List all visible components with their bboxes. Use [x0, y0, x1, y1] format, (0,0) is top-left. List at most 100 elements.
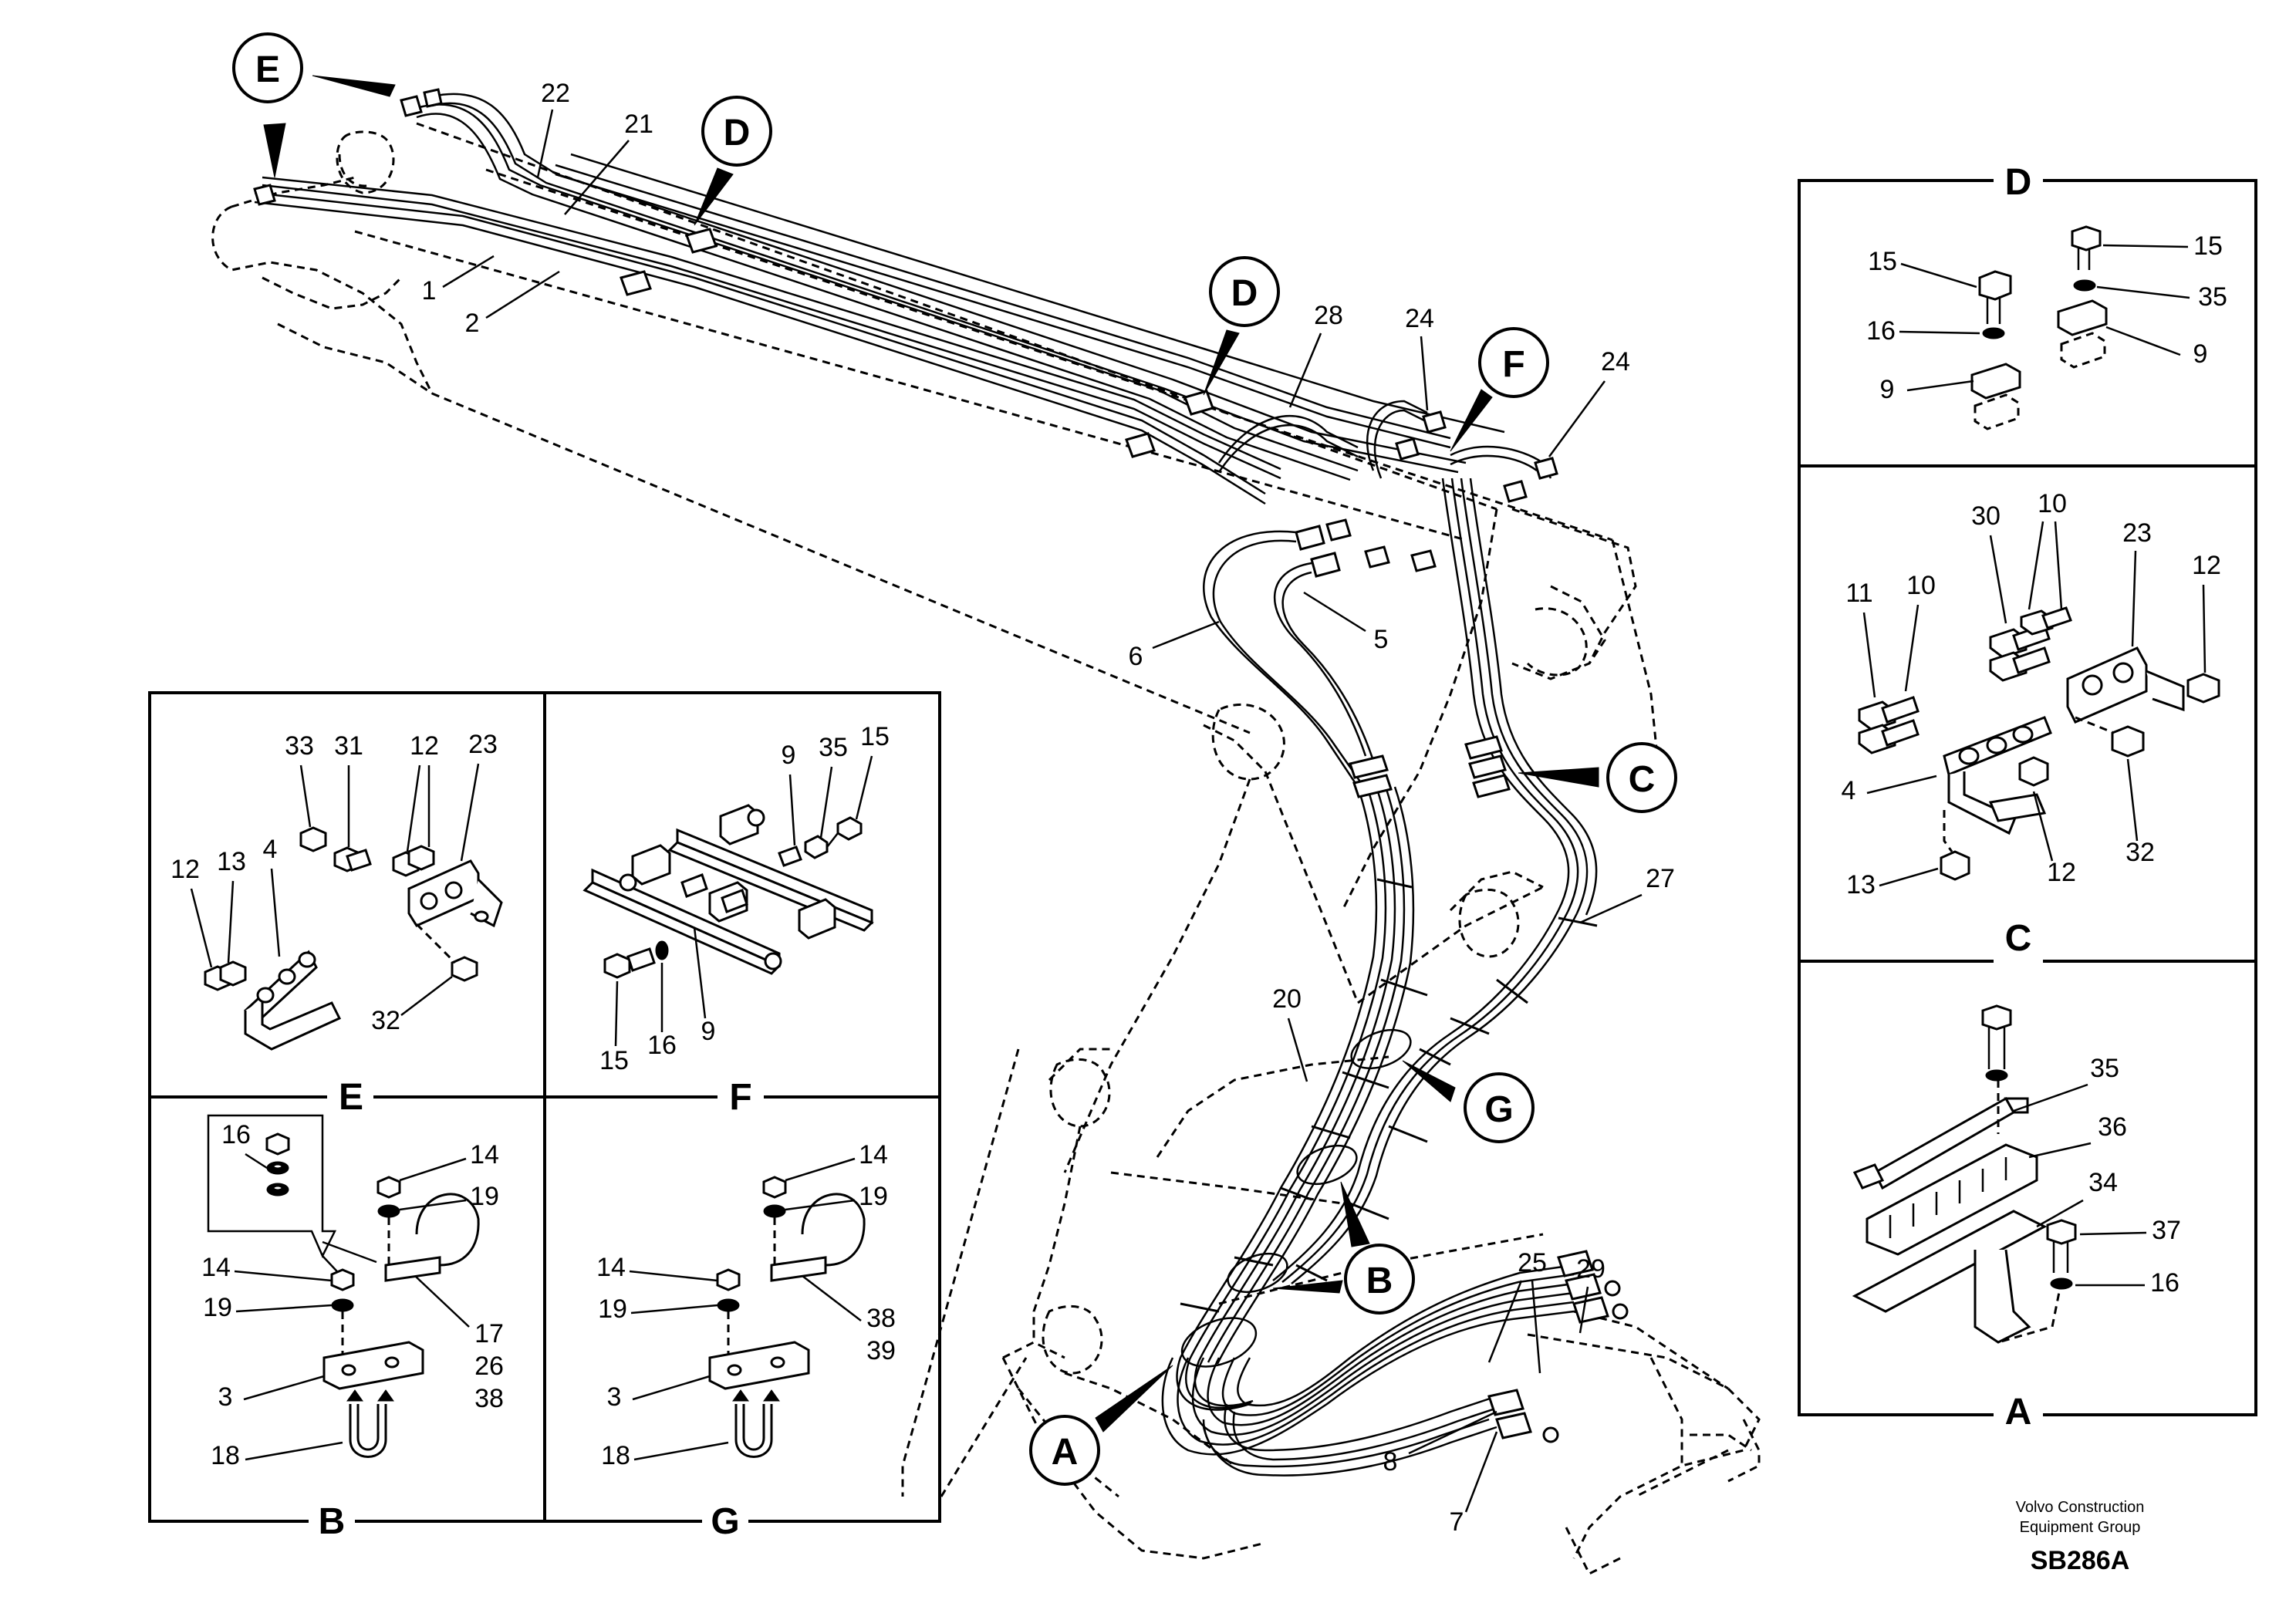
svg-text:3: 3 — [607, 1382, 622, 1412]
svg-text:2: 2 — [465, 309, 480, 338]
svg-text:17: 17 — [474, 1319, 504, 1348]
detail-c: C — [1842, 489, 2221, 964]
svg-text:25: 25 — [1518, 1248, 1547, 1277]
svg-text:E: E — [255, 49, 280, 90]
svg-text:33: 33 — [285, 731, 314, 761]
svg-text:14: 14 — [201, 1253, 231, 1282]
hydraulic-lines — [253, 88, 1629, 1477]
svg-text:A: A — [1052, 1432, 1079, 1473]
svg-text:11: 11 — [1845, 579, 1872, 608]
svg-text:18: 18 — [211, 1441, 240, 1470]
svg-text:19: 19 — [859, 1182, 888, 1211]
svg-text:D: D — [724, 113, 751, 154]
svg-text:35: 35 — [819, 733, 848, 762]
drawing-code: SB286A — [2031, 1546, 2130, 1575]
svg-text:32: 32 — [371, 1006, 400, 1035]
svg-text:18: 18 — [601, 1441, 630, 1470]
callout-g: G — [1402, 1060, 1535, 1143]
svg-text:28: 28 — [1314, 301, 1343, 330]
svg-text:23: 23 — [2122, 518, 2152, 548]
svg-text:B: B — [1366, 1261, 1393, 1301]
svg-text:16: 16 — [2150, 1268, 2180, 1298]
detail-d: D 15 15 35 16 9 9 — [1866, 159, 2227, 430]
svg-text:38: 38 — [866, 1304, 896, 1333]
u-bolt-pipe-clamp-icon — [708, 1176, 866, 1458]
svg-text:35: 35 — [2090, 1054, 2119, 1083]
bolt-icon — [1981, 1004, 2077, 1273]
svg-text:G: G — [711, 1501, 739, 1542]
nut-icon — [204, 826, 478, 991]
svg-text:9: 9 — [1880, 375, 1895, 404]
svg-text:22: 22 — [541, 79, 570, 108]
cable-clamp-icon — [1852, 1080, 2063, 1344]
bolt-icon — [603, 940, 669, 979]
svg-text:15: 15 — [1868, 247, 1897, 276]
clamp-block-icon — [1970, 299, 2108, 430]
callout-a: A — [1029, 1365, 1173, 1486]
svg-text:12: 12 — [410, 731, 439, 761]
callout-f: F — [1450, 327, 1549, 452]
svg-text:G: G — [1484, 1089, 1513, 1130]
callout-d-top: D — [694, 96, 772, 226]
detail-f: F 9 35 15 — [582, 722, 890, 1119]
svg-text:12: 12 — [171, 855, 200, 884]
svg-text:31: 31 — [334, 731, 363, 761]
svg-text:14: 14 — [470, 1140, 499, 1169]
svg-text:3: 3 — [218, 1382, 233, 1412]
svg-text:38: 38 — [474, 1384, 504, 1413]
svg-text:37: 37 — [2152, 1216, 2181, 1245]
svg-text:D: D — [1231, 273, 1258, 314]
main-callouts: E D D F C G — [232, 32, 1677, 1486]
stick-end-outline — [1527, 1310, 1761, 1576]
bundle-clamps — [1180, 878, 1598, 1368]
svg-text:34: 34 — [2088, 1168, 2118, 1197]
svg-text:12: 12 — [2192, 551, 2221, 580]
svg-text:20: 20 — [1272, 984, 1302, 1014]
callout-b: B — [1272, 1181, 1415, 1315]
svg-text:C: C — [2005, 918, 2032, 959]
svg-text:35: 35 — [2198, 282, 2227, 312]
svg-text:9: 9 — [2193, 339, 2208, 369]
svg-text:29: 29 — [1576, 1254, 1606, 1284]
svg-text:9: 9 — [782, 741, 796, 770]
svg-text:5: 5 — [1374, 625, 1389, 654]
left-detail-frame — [148, 691, 941, 1523]
svg-text:12: 12 — [2047, 858, 2076, 887]
svg-text:9: 9 — [701, 1017, 716, 1046]
main-part-labels: 22 21 1 2 28 24 24 5 6 27 20 25 29 8 7 — [422, 79, 1675, 1537]
svg-text:16: 16 — [221, 1120, 251, 1149]
u-bolt-pipe-clamp-icon — [322, 1176, 480, 1458]
svg-text:F: F — [729, 1077, 751, 1118]
svg-text:39: 39 — [866, 1336, 896, 1365]
detail-b: B 16 14 — [201, 1114, 504, 1543]
svg-text:4: 4 — [1842, 776, 1856, 805]
svg-text:23: 23 — [468, 730, 498, 759]
bolt-icon — [1978, 225, 2102, 324]
boom-clamps — [620, 228, 1214, 458]
svg-text:1: 1 — [422, 276, 437, 305]
callout-c: C — [1518, 742, 1677, 813]
credit-line-1: Volvo Construction — [2016, 1499, 2145, 1516]
svg-text:10: 10 — [2038, 489, 2067, 518]
svg-text:36: 36 — [2098, 1112, 2127, 1142]
svg-text:19: 19 — [598, 1294, 627, 1324]
svg-text:19: 19 — [203, 1293, 232, 1322]
bolt-icon — [333, 846, 372, 872]
detail-a: A 35 36 — [1852, 1004, 2181, 1436]
svg-text:6: 6 — [1129, 642, 1143, 671]
tube-clamp-assembly-icon — [582, 804, 874, 975]
svg-text:13: 13 — [217, 847, 246, 876]
nut-icon — [1940, 673, 2220, 881]
svg-text:B: B — [319, 1501, 346, 1542]
svg-text:15: 15 — [599, 1046, 629, 1075]
svg-text:30: 30 — [1971, 501, 2001, 531]
credit-line-2: Equipment Group — [2020, 1519, 2141, 1536]
bracket-plate-icon — [1943, 646, 2185, 835]
e-fittings — [253, 88, 443, 206]
svg-text:24: 24 — [1601, 347, 1630, 376]
detail-e: E 33 31 12 — [171, 730, 503, 1119]
svg-text:10: 10 — [1906, 571, 1936, 600]
svg-text:E: E — [339, 1077, 363, 1118]
svg-text:24: 24 — [1405, 304, 1434, 333]
